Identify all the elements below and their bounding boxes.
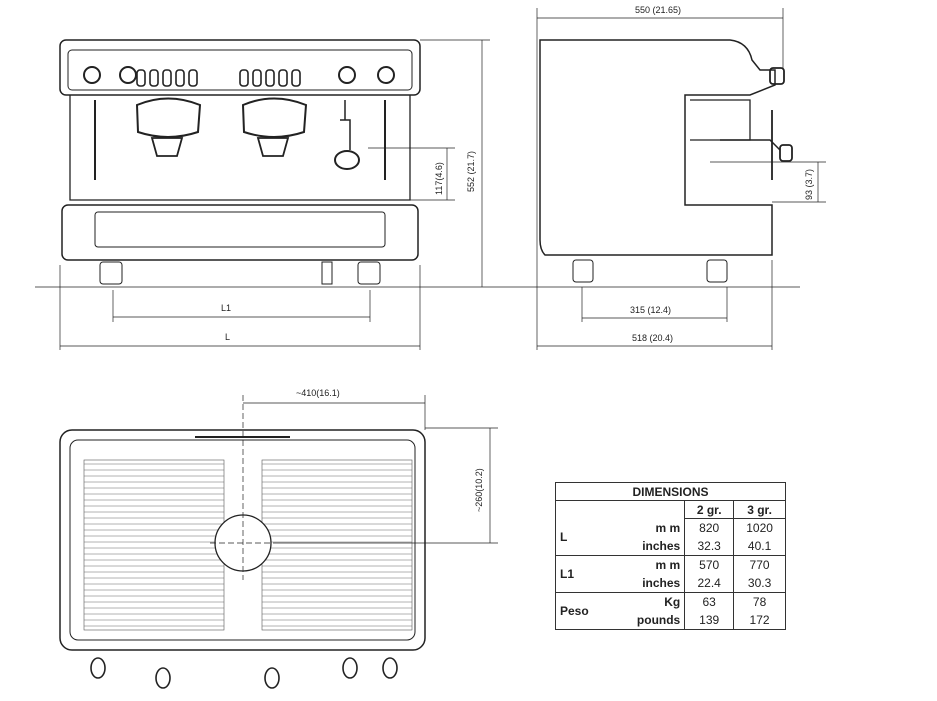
dim-side-width-label: 550 (21.65) bbox=[635, 5, 682, 15]
column-header: 2 gr. bbox=[684, 500, 735, 519]
column-header: 3 gr. bbox=[733, 500, 786, 519]
value: 139 bbox=[699, 613, 720, 627]
front-view bbox=[59, 39, 421, 285]
side-dimension-lines bbox=[536, 8, 826, 350]
dim-L-label: L bbox=[225, 332, 231, 342]
unit: Kg bbox=[664, 595, 681, 609]
unit: inches bbox=[642, 538, 681, 553]
value: 172 bbox=[749, 613, 770, 627]
dim-depth-label: 518 (20.4) bbox=[632, 333, 674, 343]
dimensions-table: DIMENSIONS 2 gr. 3 gr. L m m inches 820 32… bbox=[554, 482, 786, 630]
table-row: Peso Kg pounds 63 139 78 172 bbox=[555, 592, 786, 630]
dim-group-height-label: 117(4.6) bbox=[434, 162, 444, 195]
value: 40.1 bbox=[747, 539, 772, 553]
value: 770 bbox=[749, 558, 770, 572]
dim-top-offset-label: ~410(16.1) bbox=[296, 388, 340, 398]
value: 22.4 bbox=[697, 576, 721, 590]
table-row: L1 m m inches 570 22.4 770 30.3 bbox=[555, 555, 786, 593]
value: 1020 bbox=[746, 521, 773, 535]
value: 63 bbox=[702, 595, 716, 609]
value: 30.3 bbox=[747, 576, 772, 590]
dim-height-label: 552 (21.7) bbox=[466, 150, 476, 192]
table-row: L m m inches 820 32.3 1020 40.1 bbox=[555, 518, 786, 556]
table-title: DIMENSIONS bbox=[555, 482, 786, 501]
top-dimension-lines bbox=[243, 395, 498, 544]
value: 78 bbox=[752, 595, 767, 609]
top-view bbox=[59, 395, 426, 689]
row-label: Peso bbox=[555, 592, 610, 630]
value: 820 bbox=[699, 521, 720, 535]
row-label: L bbox=[555, 518, 610, 556]
dim-feet-span-label: 315 (12.4) bbox=[630, 305, 672, 315]
value: 570 bbox=[699, 558, 720, 572]
value: 32.3 bbox=[697, 539, 721, 553]
dim-spout-height-label: 93 (3.7) bbox=[804, 168, 814, 200]
unit: pounds bbox=[636, 613, 681, 627]
front-dimension-lines bbox=[59, 39, 490, 350]
row-label: L1 bbox=[555, 555, 610, 593]
unit: inches bbox=[642, 576, 681, 590]
side-view bbox=[539, 39, 793, 283]
unit: m m bbox=[655, 520, 681, 535]
unit: m m bbox=[655, 558, 681, 572]
dim-top-depth-label: ~260(10.2) bbox=[474, 468, 484, 512]
dim-L1-label: L1 bbox=[221, 303, 232, 313]
